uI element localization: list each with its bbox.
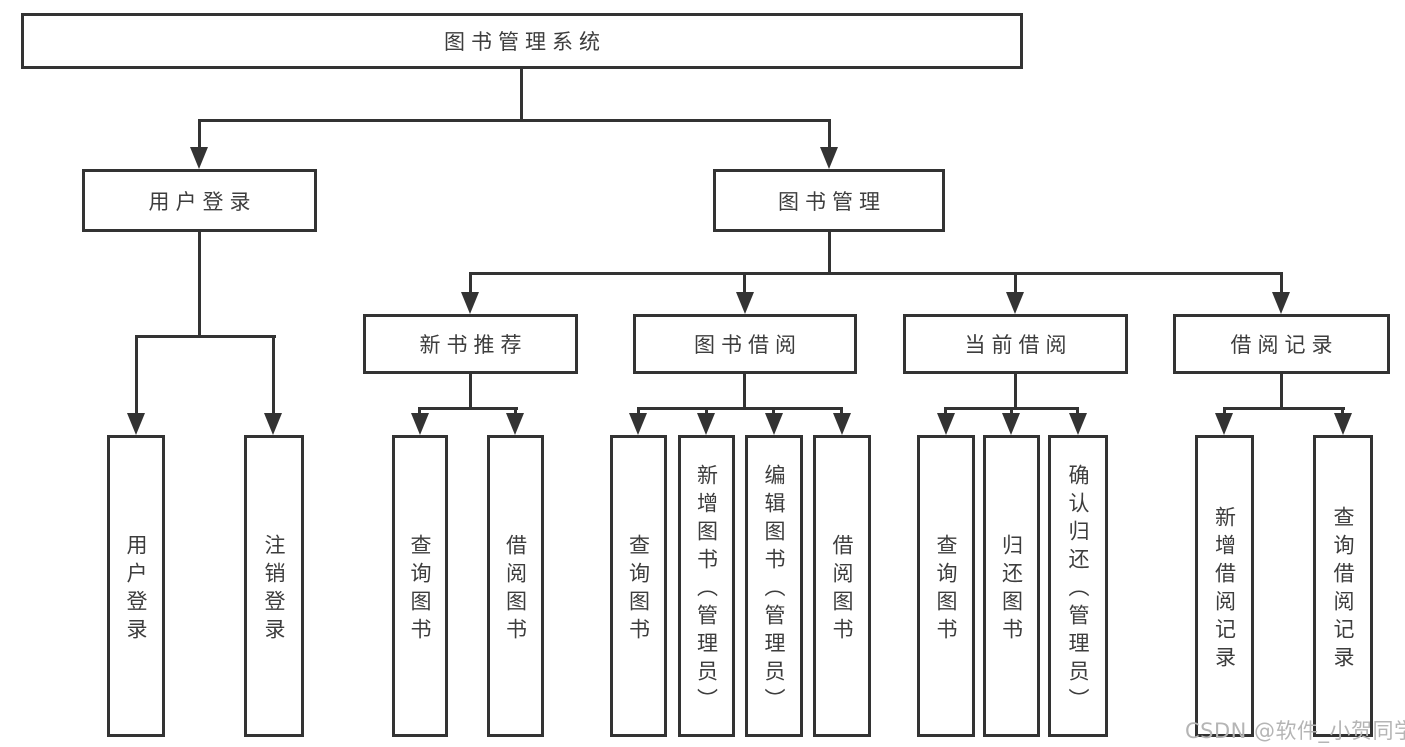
connector-arrowhead [697, 413, 715, 435]
node-label: 注销登录 [262, 533, 286, 646]
connector-line [1014, 374, 1017, 409]
node-label: 查询借阅记录 [1331, 505, 1355, 674]
node-new-book-recommendation: 新书推荐 [363, 314, 578, 374]
connector-arrowhead [833, 413, 851, 435]
node-label: 确认归还（管理员） [1066, 463, 1090, 716]
leaf-logout: 注销登录 [244, 435, 304, 737]
connector-line [1010, 407, 1013, 417]
node-label: 用户登录 [124, 533, 148, 646]
node-book-borrowing: 图书借阅 [633, 314, 857, 374]
connector-arrowhead [411, 413, 429, 435]
leaf-query-book-recommend: 查询图书 [392, 435, 448, 737]
connector-arrowhead [629, 413, 647, 435]
connector-line [1223, 407, 1226, 417]
connector-arrowhead [1002, 413, 1020, 435]
connector-line [1280, 374, 1283, 409]
node-user-login: 用户登录 [82, 169, 317, 232]
connector-line [418, 407, 421, 417]
connector-line [1076, 407, 1079, 417]
connector-arrowhead [1006, 292, 1024, 314]
connector-line [198, 119, 831, 122]
node-label: 当前借阅 [964, 333, 1073, 357]
connector-line [1014, 272, 1017, 294]
node-label: 借阅图书 [503, 533, 528, 646]
node-label: 新增图书（管理员） [694, 463, 719, 716]
node-label: 查询图书 [408, 533, 432, 646]
connector-arrowhead [1069, 413, 1087, 435]
connector-line [198, 232, 201, 336]
node-label: 编辑图书（管理员） [762, 463, 786, 716]
connector-arrowhead [937, 413, 955, 435]
node-label: 新增借阅记录 [1212, 505, 1237, 674]
node-label: 新书推荐 [419, 333, 528, 357]
connector-line [469, 272, 472, 294]
leaf-add-book-admin: 新增图书（管理员） [678, 435, 735, 737]
node-label: 图书管理系统 [444, 30, 606, 54]
connector-arrowhead [1215, 413, 1233, 435]
connector-arrowhead [736, 292, 754, 314]
connector-arrowhead [461, 292, 479, 314]
node-label: 查询图书 [934, 533, 958, 646]
connector-line [1280, 272, 1283, 294]
node-current-borrowing: 当前借阅 [903, 314, 1128, 374]
node-label: 归还图书 [999, 533, 1024, 646]
leaf-edit-book-admin: 编辑图书（管理员） [745, 435, 803, 737]
leaf-query-borrow-record: 查询借阅记录 [1313, 435, 1373, 737]
connector-line [637, 407, 843, 410]
leaf-borrow-book: 借阅图书 [813, 435, 871, 737]
node-library-management-system: 图书管理系统 [21, 13, 1023, 69]
leaf-confirm-return-admin: 确认归还（管理员） [1048, 435, 1108, 737]
connector-arrowhead [506, 413, 524, 435]
connector-arrowhead [1334, 413, 1352, 435]
connector-line [1341, 407, 1344, 417]
connector-line [944, 407, 947, 417]
connector-line [469, 272, 1283, 275]
connector-line [840, 407, 843, 417]
node-book-management: 图书管理 [713, 169, 945, 232]
csdn-watermark: CSDN @软件_小贺同学 [1185, 719, 1405, 743]
connector-line [520, 69, 523, 121]
node-label: 借阅记录 [1230, 333, 1339, 357]
node-label: 用户登录 [148, 189, 257, 214]
node-label: 图书借阅 [694, 333, 802, 357]
leaf-user-login: 用户登录 [107, 435, 165, 737]
connector-line [135, 335, 276, 338]
node-label: 图书管理 [778, 189, 886, 214]
connector-line [743, 374, 746, 409]
leaf-add-borrow-record: 新增借阅记录 [1195, 435, 1254, 737]
connector-line [418, 407, 518, 410]
leaf-query-book-current: 查询图书 [917, 435, 975, 737]
connector-arrowhead [765, 413, 783, 435]
connector-line [828, 119, 831, 149]
connector-line [637, 407, 640, 417]
node-borrowing-records: 借阅记录 [1173, 314, 1390, 374]
connector-line [705, 407, 708, 417]
connector-arrowhead [127, 413, 145, 435]
connector-line [135, 335, 138, 415]
leaf-return-book: 归还图书 [983, 435, 1040, 737]
connector-line [514, 407, 517, 417]
leaf-query-book-borrow: 查询图书 [610, 435, 667, 737]
connector-arrowhead [1272, 292, 1290, 314]
connector-arrowhead [820, 147, 838, 169]
leaf-borrow-book-recommend: 借阅图书 [487, 435, 544, 737]
connector-line [469, 374, 472, 409]
connector-line [1223, 407, 1345, 410]
connector-line [772, 407, 775, 417]
connector-line [198, 119, 201, 149]
connector-arrowhead [190, 147, 208, 169]
node-label: 借阅图书 [830, 533, 854, 646]
connector-line [743, 272, 746, 294]
node-label: 查询图书 [626, 533, 651, 646]
connector-line [272, 335, 275, 415]
connector-arrowhead [264, 413, 282, 435]
connector-line [828, 232, 831, 274]
